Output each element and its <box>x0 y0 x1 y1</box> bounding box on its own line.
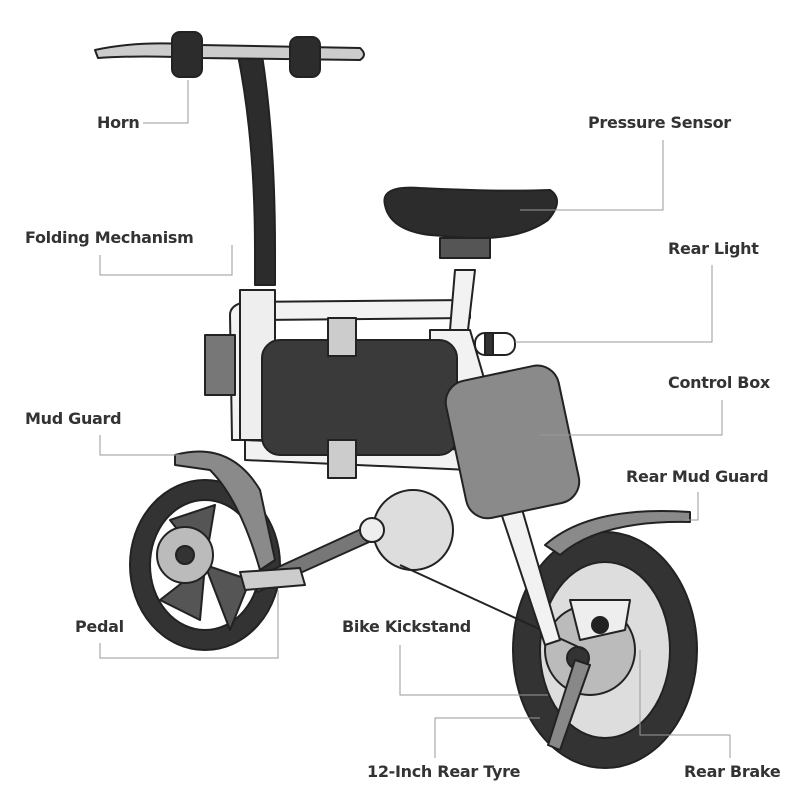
label-rear-tyre: 12-Inch Rear Tyre <box>367 762 521 781</box>
label-mud-guard: Mud Guard <box>25 409 122 428</box>
handlebar <box>94 42 365 61</box>
leader-lines <box>99 80 731 758</box>
kickstand <box>547 659 591 751</box>
label-control-box: Control Box <box>668 373 770 392</box>
control-box <box>444 364 581 520</box>
label-horn: Horn <box>97 113 140 132</box>
label-pressure-sensor: Pressure Sensor <box>588 113 731 132</box>
handlebar-stem <box>237 54 276 286</box>
battery <box>261 339 458 456</box>
label-bike-kickstand: Bike Kickstand <box>342 617 471 636</box>
rear-mud-guard <box>544 509 691 556</box>
seat <box>383 186 558 240</box>
label-pedal: Pedal <box>75 617 124 636</box>
rear-wheel <box>512 531 698 769</box>
label-folding-mechanism: Folding Mechanism <box>25 228 194 247</box>
label-rear-light: Rear Light <box>668 239 759 258</box>
pedal <box>239 567 306 591</box>
label-rear-mud-guard: Rear Mud Guard <box>626 467 769 486</box>
label-rear-brake: Rear Brake <box>684 762 781 781</box>
